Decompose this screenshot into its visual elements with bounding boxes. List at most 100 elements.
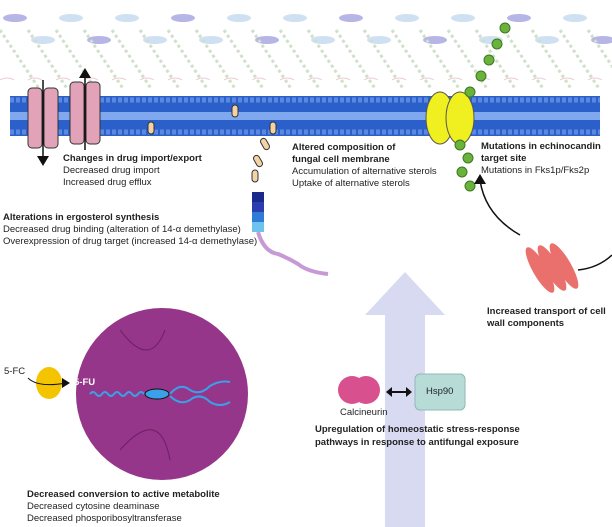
mannoprotein — [535, 36, 559, 44]
mannoprotein — [227, 14, 251, 22]
calcineurin-label: Calcineurin — [340, 407, 388, 418]
chitin — [55, 77, 71, 81]
chitin — [111, 77, 127, 81]
cell-wall-transport — [474, 174, 612, 293]
import-export-line: Decreased drug import — [63, 165, 160, 176]
echinocandin-molecule — [475, 70, 487, 82]
membrane-title: Altered composition of — [292, 142, 396, 153]
ergosterol-line: Decreased drug binding (alteration of 14… — [3, 224, 241, 235]
metabolite-title: Decreased conversion to active metabolit… — [27, 489, 220, 500]
echinocandin-molecule — [491, 38, 503, 50]
echinocandin-title: Mutations in echinocandin — [481, 141, 601, 152]
echinocandin-molecule — [483, 54, 495, 66]
cell-membrane — [10, 96, 600, 136]
mannoprotein — [563, 14, 587, 22]
chitin — [195, 77, 211, 81]
chitin — [335, 77, 351, 81]
glucan-chain — [558, 29, 602, 91]
erg11-enzyme — [252, 192, 329, 276]
echinocandin-molecule — [462, 152, 474, 164]
cytosine-deaminase — [27, 367, 70, 399]
metabolite-line: Decreased cytosine deaminase — [27, 501, 160, 512]
chitin — [587, 77, 603, 81]
chitin — [251, 77, 267, 81]
chitin — [279, 77, 295, 81]
chitin — [0, 77, 15, 81]
mannoprotein — [423, 36, 447, 44]
glucan-chain — [586, 29, 612, 69]
mannoprotein — [395, 14, 419, 22]
mannoprotein — [171, 14, 195, 22]
cell-wall-title: Increased transport of cell — [487, 306, 606, 317]
chitin — [447, 77, 463, 81]
mannoprotein — [451, 14, 475, 22]
chitin — [167, 77, 183, 81]
glucan-chain — [250, 29, 294, 91]
nucleus — [76, 308, 248, 480]
ergosterol-title: Alterations in ergosterol synthesis — [3, 212, 160, 223]
mannoprotein — [143, 36, 167, 44]
efflux-transporter — [27, 68, 101, 166]
glucan-chain — [222, 29, 266, 91]
mannoprotein — [339, 14, 363, 22]
echinocandin-molecule — [454, 139, 466, 151]
mannoprotein — [199, 36, 223, 44]
glucan-chain — [166, 29, 210, 91]
glucan-chain — [334, 29, 378, 91]
echinocandin-molecule — [499, 22, 511, 34]
stress-title: pathways in response to antifungal expos… — [315, 437, 519, 448]
upregulation-arrow — [365, 272, 445, 527]
glucan-chain — [502, 29, 546, 91]
glucan-chain — [418, 29, 462, 91]
glucan-synthase — [425, 22, 511, 192]
glucan-chain — [54, 29, 98, 91]
ergosterol-line: Overexpression of drug target (increased… — [3, 236, 258, 247]
glucan-chain — [82, 29, 126, 91]
echinocandin-molecule — [456, 166, 468, 178]
chitin — [559, 77, 575, 81]
glucan-chain — [138, 29, 182, 91]
membrane-title: fungal cell membrane — [292, 154, 390, 165]
sterols — [147, 104, 277, 183]
glucan-chain — [26, 29, 70, 91]
mannoprotein — [591, 36, 612, 44]
chitin — [139, 77, 155, 81]
calcineurin-hsp90 — [338, 373, 466, 411]
chitin — [419, 77, 435, 81]
glucan-chain — [0, 29, 42, 91]
glucan-chain — [194, 29, 238, 91]
chitin — [391, 77, 407, 81]
chitin — [223, 77, 239, 81]
mannoprotein — [115, 14, 139, 22]
glucan-chain — [306, 29, 350, 91]
glucan-chain — [530, 29, 574, 91]
echinocandin-molecule — [464, 180, 476, 192]
glucan-chain — [474, 29, 518, 91]
chitin — [503, 77, 519, 81]
mannoprotein — [283, 14, 307, 22]
mannoprotein — [31, 36, 55, 44]
5fu-label: 5-FU — [74, 377, 96, 388]
mannoprotein — [87, 36, 111, 44]
mannoprotein — [59, 14, 83, 22]
cell-wall-title: wall components — [487, 318, 565, 329]
import-export-line: Increased drug efflux — [63, 177, 152, 188]
glucan-chain — [362, 29, 406, 91]
echinocandin-title: target site — [481, 153, 527, 164]
chitin — [531, 77, 547, 81]
echinocandin-molecule — [464, 86, 476, 98]
mannoprotein — [507, 14, 531, 22]
chitin — [27, 77, 43, 81]
stress-title: Upregulation of homeostatic stress-respo… — [315, 424, 520, 435]
glucan-chain — [110, 29, 154, 91]
mannoprotein — [367, 36, 391, 44]
membrane-line: Accumulation of alternative sterols — [292, 166, 437, 177]
5fc-label: 5-FC — [4, 366, 26, 377]
mannoprotein — [311, 36, 335, 44]
glucan-chain — [278, 29, 322, 91]
chitin — [83, 77, 99, 81]
mannoprotein — [3, 14, 27, 22]
metabolite-line: Decreased phosporibosyltransferase — [27, 513, 182, 524]
